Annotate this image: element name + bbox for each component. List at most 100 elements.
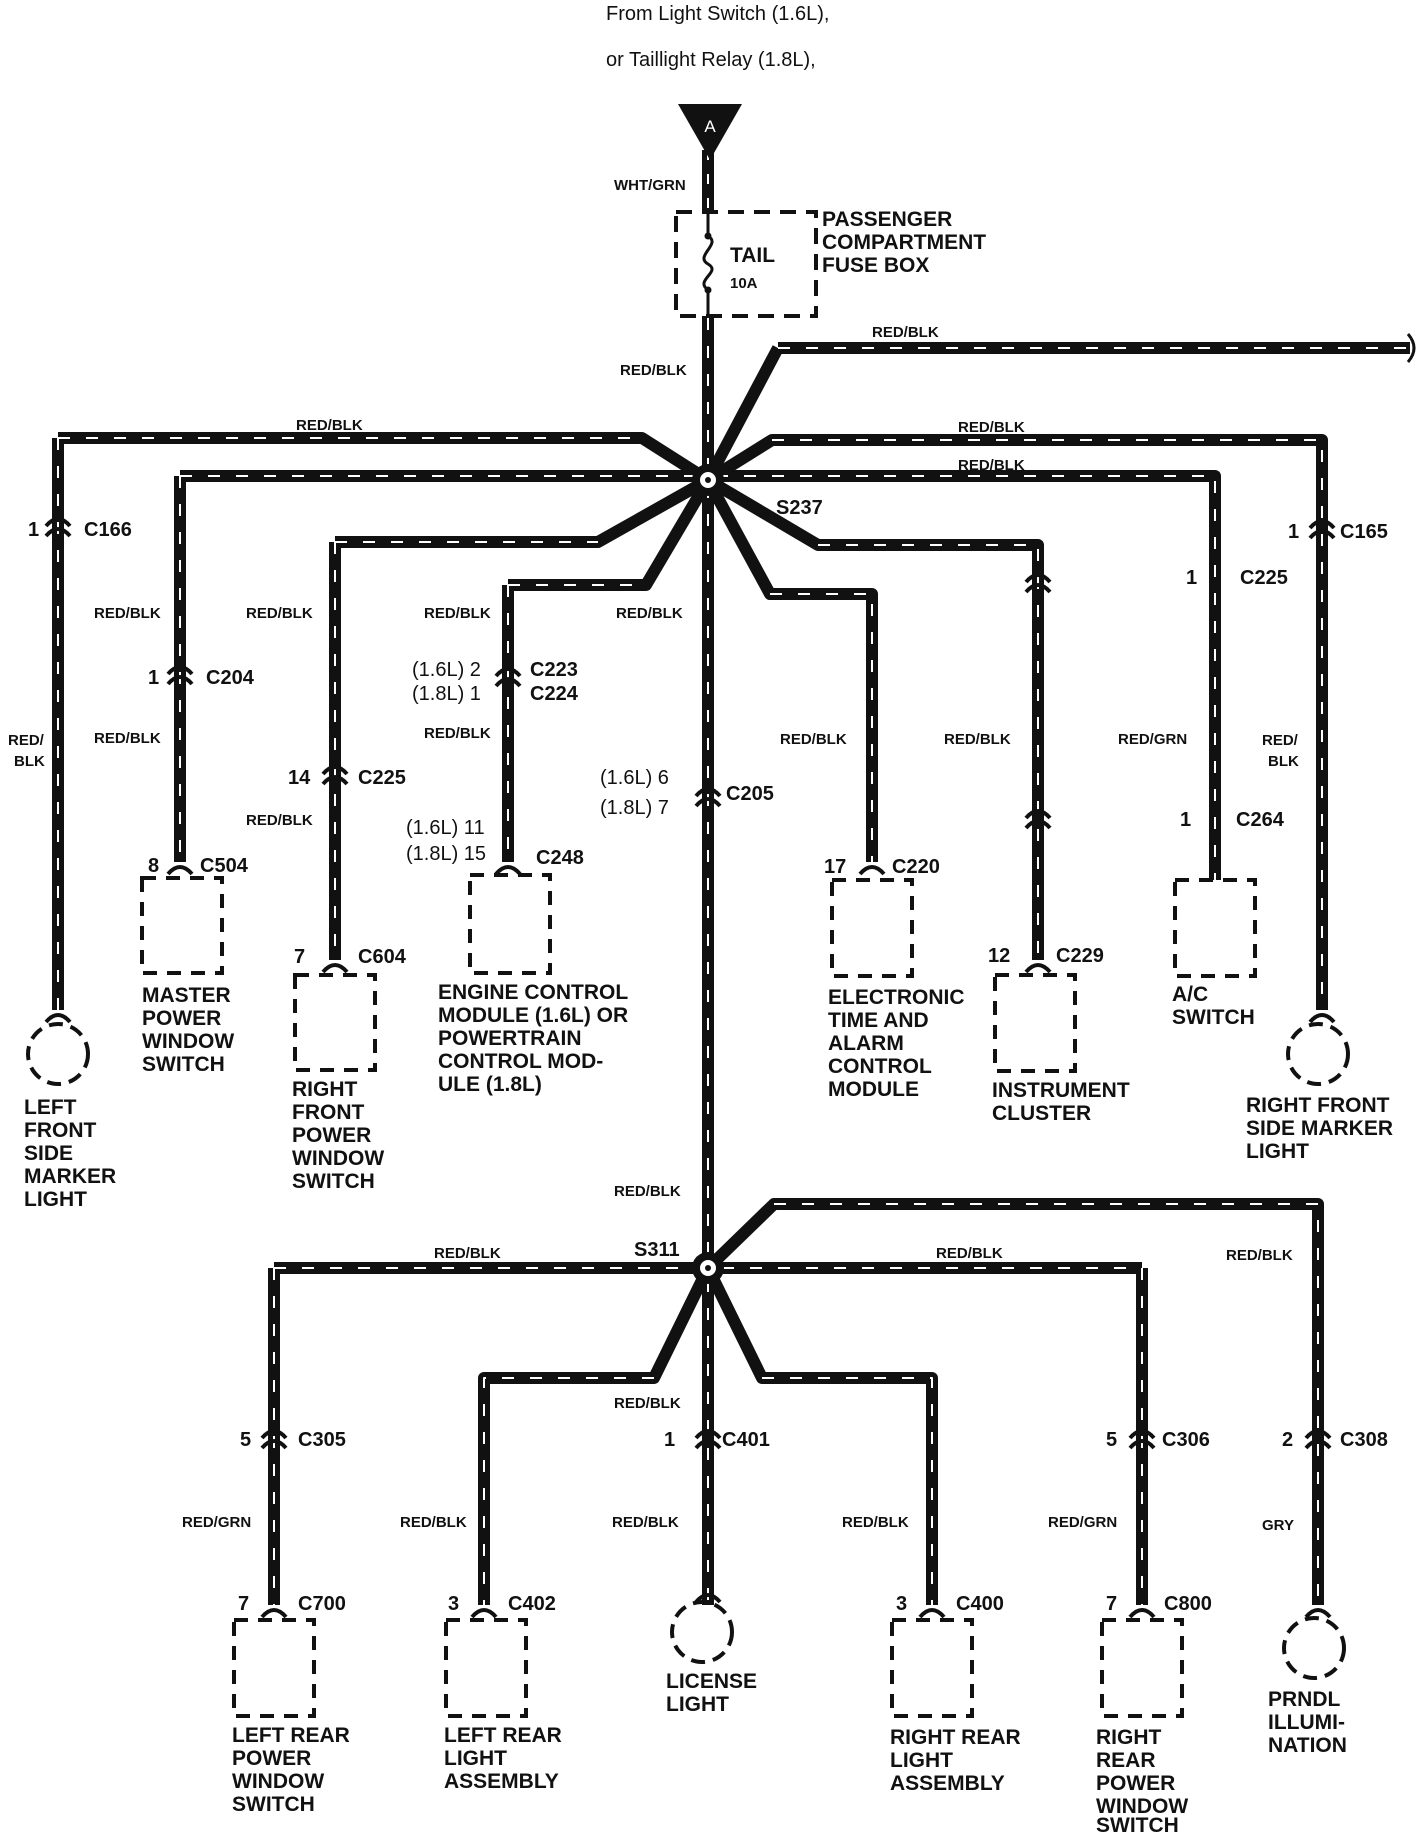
lower-harness (268, 1198, 1324, 1605)
lr-power-window-switch-box (232, 1618, 316, 1718)
right-rear-light-label: RIGHT REAR LIGHT ASSEMBLY (890, 1726, 1021, 1795)
lf-side-marker-label: LEFT FRONT SIDE MARKER LIGHT (24, 1096, 116, 1211)
mpw-label-2: POWER (142, 1007, 221, 1030)
fuse-icon (702, 212, 714, 316)
c205-pin-1: (1.6L) 6 (600, 767, 669, 789)
ic-label-2: CLUSTER (992, 1102, 1091, 1125)
rrl-label-1: RIGHT REAR (890, 1726, 1021, 1749)
wire-color-master-low: RED/BLK (94, 730, 161, 747)
prndl-label-1: PRNDL (1268, 1688, 1341, 1711)
wire-color-rrpw-low: RED/GRN (1048, 1514, 1117, 1531)
c166-label: C166 (84, 519, 132, 541)
c604-label: C604 (358, 946, 407, 968)
rf-label-2: SIDE MARKER (1246, 1117, 1393, 1140)
eta-label-5: MODULE (828, 1078, 919, 1101)
c504-pin: 8 (148, 855, 159, 877)
wire-color-lf-marker-top: RED/BLK (296, 417, 363, 434)
lf-marker-terminal-icon (44, 1013, 72, 1024)
c165-pin: 1 (1288, 521, 1299, 543)
eta-label-4: CONTROL (828, 1055, 932, 1078)
c504-terminal-icon (166, 865, 194, 876)
c264-pin: 1 (1180, 809, 1191, 831)
ac-switch-label: A/C SWITCH (1172, 983, 1255, 1029)
prndl-label-3: NATION (1268, 1734, 1347, 1757)
lrpw-label-1: LEFT REAR (232, 1724, 350, 1747)
ic-label-1: INSTRUMENT (992, 1079, 1130, 1102)
wire-color-ecm-low: RED/BLK (424, 725, 491, 742)
c225b-pin: 1 (1186, 567, 1197, 589)
ecm-label-4: CONTROL MOD- (438, 1050, 603, 1073)
c604-pin: 7 (294, 946, 305, 968)
c400-terminal-icon (918, 1608, 946, 1619)
instrument-cluster-label: INSTRUMENT CLUSTER (992, 1079, 1130, 1125)
ac-switch-box (1173, 878, 1257, 978)
c205-label: C205 (726, 783, 774, 805)
fuse-box-label-1: PASSENGER (822, 208, 952, 231)
wire-color-fuse-out: RED/BLK (620, 362, 687, 379)
c229-label: C229 (1056, 945, 1104, 967)
fuse-box-label-3: FUSE BOX (822, 254, 929, 277)
c165-label: C165 (1340, 521, 1388, 543)
engine-control-module-label: ENGINE CONTROL MODULE (1.6L) OR POWERTRA… (438, 981, 628, 1096)
rrl-label-2: LIGHT (890, 1749, 953, 1772)
c248-pin-1: (1.6L) 11 (406, 817, 485, 839)
wire-color-master-top: RED/BLK (94, 605, 161, 622)
wire-color-rf-marker-2: BLK (1268, 753, 1299, 770)
wire-color-rfpw-low: RED/BLK (246, 812, 313, 829)
c220-label: C220 (892, 856, 940, 878)
c800-terminal-icon (1128, 1608, 1156, 1619)
prndl-illumination-label: PRNDL ILLUMI- NATION (1268, 1688, 1347, 1757)
rfpw-label-1: RIGHT (292, 1078, 358, 1101)
rr-power-window-label: RIGHT REAR POWER WINDOW SWITCH (1096, 1726, 1188, 1834)
mpw-label-3: WINDOW (142, 1030, 234, 1053)
c166-pin: 1 (28, 519, 39, 541)
c700-terminal-icon (260, 1608, 288, 1619)
mpw-label-1: MASTER (142, 984, 231, 1007)
c225a-label: C225 (358, 767, 406, 789)
c220-terminal-icon (858, 865, 886, 876)
c604-terminal-icon (321, 963, 349, 974)
engine-control-module-box (468, 873, 552, 975)
rf-label-1: RIGHT FRONT (1246, 1094, 1390, 1117)
c504-label: C504 (200, 855, 249, 877)
rrpw-label-2: REAR (1096, 1749, 1156, 1772)
c401-label: C401 (722, 1429, 770, 1451)
c205-pin-2: (1.8L) 7 (600, 797, 669, 819)
c225a-pin: 14 (288, 767, 311, 789)
lic-label-1: LICENSE (666, 1670, 757, 1693)
c400-label: C400 (956, 1593, 1004, 1615)
ecm-label-1: ENGINE CONTROL (438, 981, 628, 1004)
lrl-label-1: LEFT REAR (444, 1724, 562, 1747)
fuse-box: TAIL 10A PASSENGER COMPARTMENT FUSE BOX (674, 208, 986, 318)
c700-label: C700 (298, 1593, 346, 1615)
lf-label-4: MARKER (24, 1165, 116, 1188)
c248-terminal-icon (494, 865, 522, 876)
electronic-time-alarm-box (830, 878, 914, 978)
header-line2: or Taillight Relay (1.8L), (606, 49, 816, 71)
rf-power-window-switch-box (293, 973, 377, 1072)
lf-label-3: SIDE (24, 1142, 73, 1165)
c402-pin: 3 (448, 1593, 459, 1615)
fuse-name: TAIL (730, 244, 775, 267)
lrl-label-3: ASSEMBLY (444, 1770, 559, 1793)
c204-label: C204 (206, 667, 255, 689)
wires (52, 150, 1410, 1605)
source-connector-label: A (704, 117, 716, 136)
lf-label-5: LIGHT (24, 1188, 87, 1211)
eta-label-2: TIME AND (828, 1009, 929, 1032)
wire-color-etacm: RED/BLK (780, 731, 847, 748)
c220-pin: 17 (824, 856, 846, 878)
c248-pin-2: (1.8L) 15 (406, 843, 486, 865)
c224-pin: (1.8L) 1 (412, 683, 481, 705)
wire-color-prndl-top: RED/BLK (1226, 1247, 1293, 1264)
c308-label: C308 (1340, 1429, 1388, 1451)
ecm-label-5: ULE (1.8L) (438, 1073, 542, 1096)
splice-s237-label: S237 (776, 497, 823, 519)
lrpw-label-3: WINDOW (232, 1770, 324, 1793)
c223-label: C223 (530, 659, 578, 681)
rrpw-label-5: SWITCH (1096, 1814, 1179, 1834)
license-light-icon (670, 1600, 734, 1664)
c402-terminal-icon (470, 1608, 498, 1619)
ecm-label-2: MODULE (1.6L) OR (438, 1004, 628, 1027)
